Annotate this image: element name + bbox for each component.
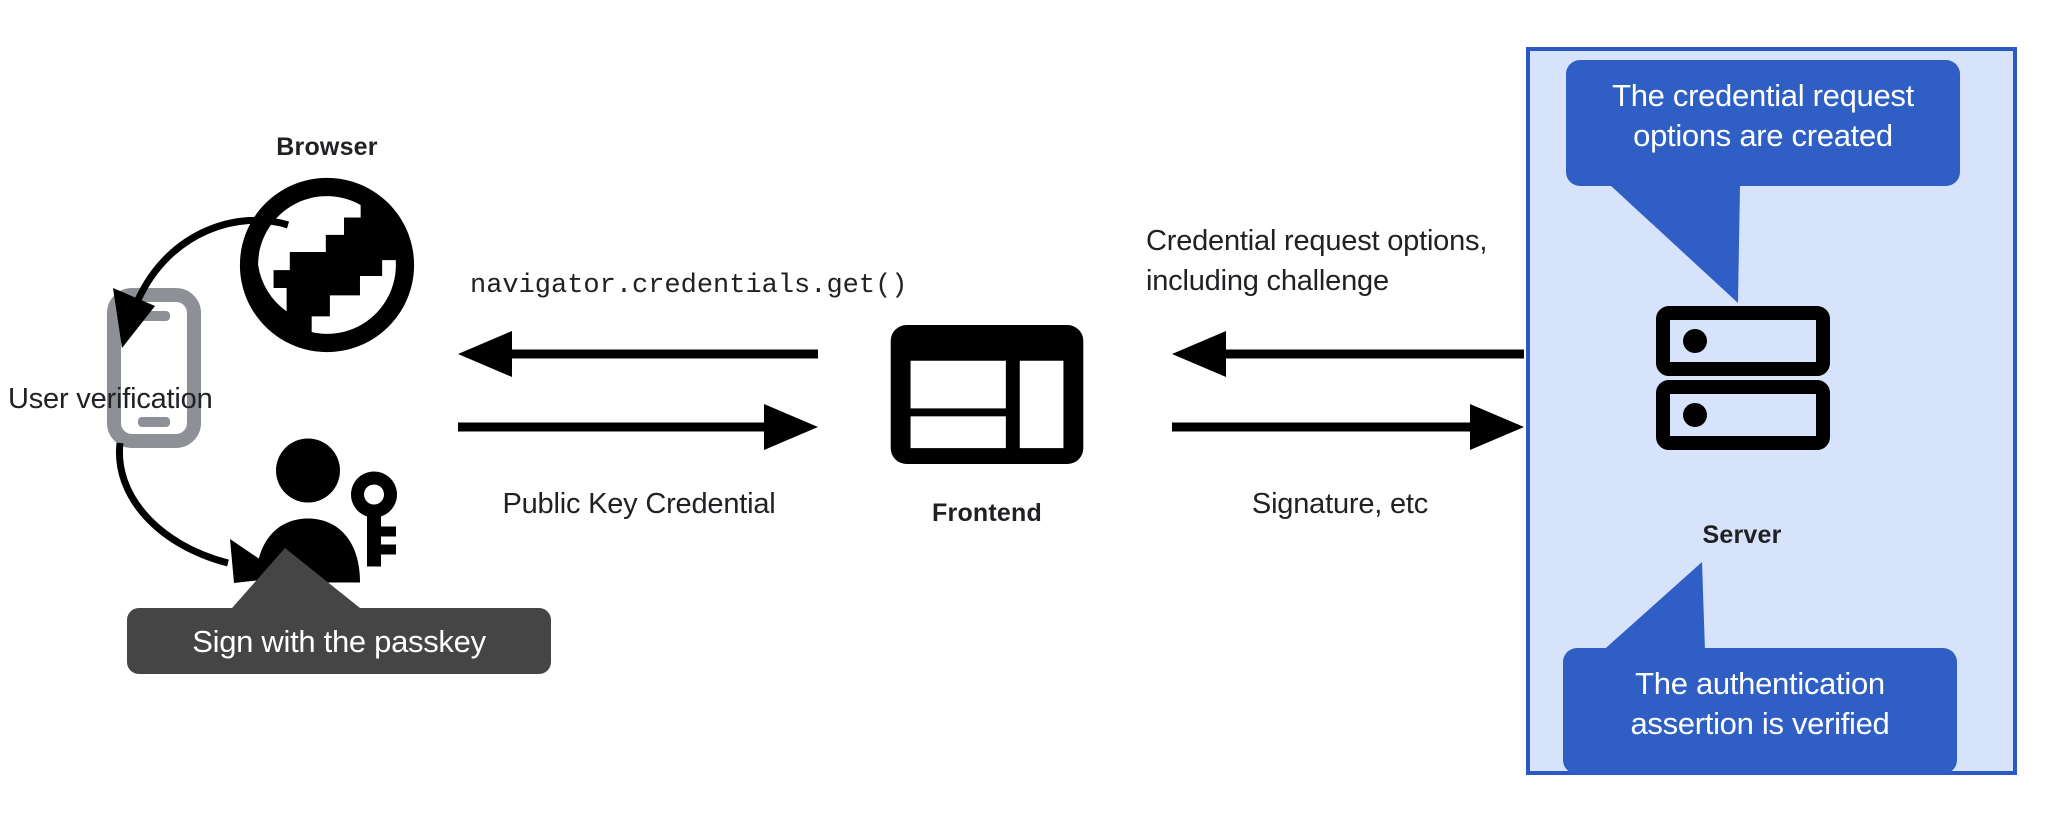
callout-line-1: The credential request [1612,78,1914,113]
browser-label: Browser [276,133,378,161]
callout-options-created-tail [1610,185,1760,305]
callout-line-1: The authentication [1635,666,1885,701]
sign-with-passkey-tail [225,548,385,618]
frontend-label: Frontend [932,499,1042,527]
credential-request-options-label-line2: including challenge [1146,265,1389,297]
globe-icon [232,170,422,360]
signature-etc-label: Signature, etc [1251,488,1429,520]
callout-assertion-verified: The authentication assertion is verified [1563,648,1957,774]
arrow-browser-to-phone-icon [80,180,320,360]
callout-credential-options-created: The credential request options are creat… [1566,60,1960,186]
arrow-frontend-to-server-icon [1172,404,1524,450]
user-verification-label: User verification [8,383,213,415]
server-label: Server [1702,521,1782,549]
callout-line-2: options are created [1633,118,1893,153]
callout-line-2: assertion is verified [1630,706,1890,741]
callout-sign-with-passkey: Sign with the passkey [127,608,551,674]
navigator-credentials-get-label: navigator.credentials.get() [470,271,908,301]
arrow-browser-to-frontend-icon [458,404,818,450]
arrow-server-to-frontend-icon [1172,331,1524,377]
server-rack-icon [1656,306,1830,450]
credential-request-options-label-line1: Credential request options, [1146,225,1488,257]
dashboard-layout-icon [890,325,1084,464]
public-key-credential-label: Public Key Credential [502,488,776,520]
arrow-frontend-to-browser-icon [458,331,818,377]
